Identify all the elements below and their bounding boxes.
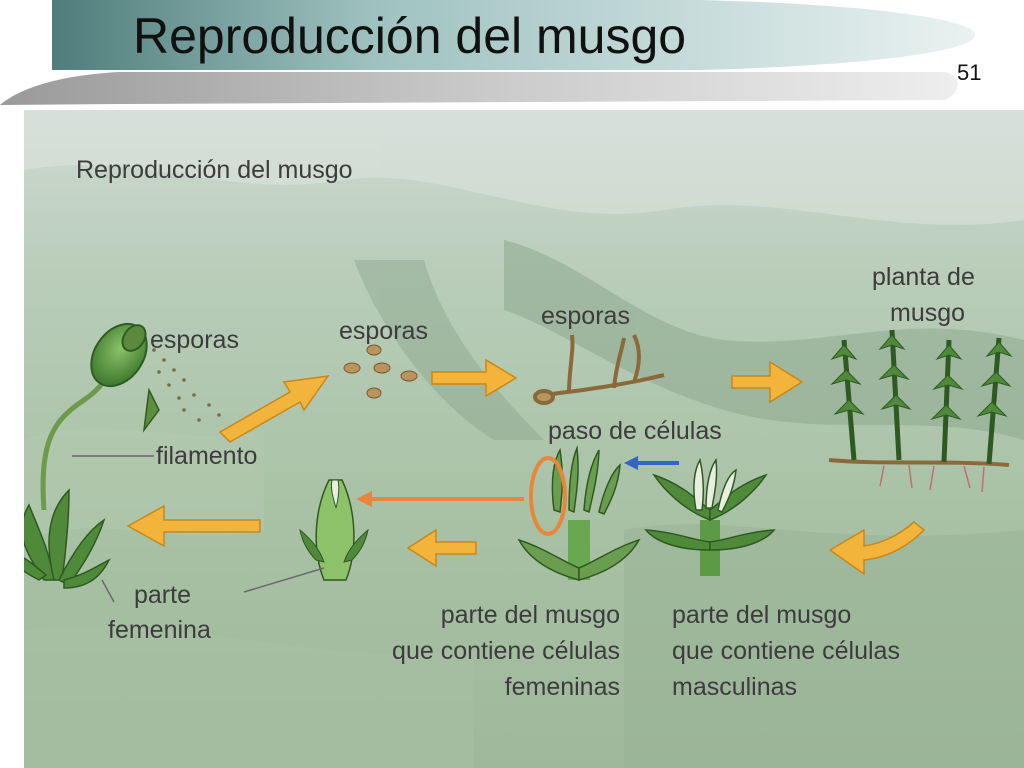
slide-number: 51 — [957, 60, 982, 85]
label-paso-de-celulas: paso de células — [548, 417, 722, 445]
label-male-part-line2: que contiene células — [672, 637, 900, 665]
arrow-cone-to-capsule — [126, 504, 261, 548]
male-part-illustration — [644, 457, 776, 576]
label-parte: parte — [134, 581, 191, 609]
arrow-plant-to-male — [828, 521, 926, 576]
label-filamento: filamento — [156, 442, 258, 470]
diagram-artwork — [24, 110, 1024, 768]
label-musgo: musgo — [890, 299, 966, 327]
label-esporas-spores: esporas — [339, 317, 428, 345]
label-male-part-line1: parte del musgo — [672, 601, 852, 629]
added-arrows — [356, 456, 679, 536]
label-planta-de: planta de — [872, 263, 975, 291]
header-swoosh — [0, 72, 958, 105]
spores-illustration — [343, 344, 418, 399]
cycle-arrows — [126, 358, 926, 576]
diagram-heading: Reproducción del musgo — [76, 156, 353, 184]
label-female-part-line2: que contiene células — [392, 637, 620, 665]
female-cone-illustration — [299, 479, 369, 581]
moss-with-capsule-illustration — [24, 322, 221, 589]
page-title: Reproducción del musgo — [133, 8, 687, 64]
arrow-female-to-cone — [406, 528, 477, 568]
highlight-ring — [529, 456, 567, 536]
arrow-capsule-to-spores — [218, 375, 330, 443]
protonema-illustration — [533, 334, 665, 405]
label-femenina: femenina — [108, 616, 211, 644]
female-part-illustration — [517, 447, 641, 581]
arrow-protonema-to-plant — [731, 360, 804, 404]
header-decoration — [0, 0, 975, 105]
label-female-part-line3: femeninas — [504, 673, 620, 701]
title-banner — [52, 0, 975, 70]
label-esporas-capsule: esporas — [150, 326, 239, 354]
slide-header: Reproducción del musgo 51 — [0, 0, 1024, 110]
moss-reproduction-diagram: Reproducción del musgo esporas esporas e… — [24, 110, 1024, 768]
label-male-part-line3: masculinas — [672, 673, 798, 701]
label-female-part-line1: parte del musgo — [440, 601, 620, 629]
background-texture — [24, 110, 1024, 768]
leader-lines — [72, 455, 325, 603]
label-esporas-protonema: esporas — [541, 302, 630, 330]
arrow-spores-to-protonema — [431, 358, 518, 398]
moss-plants-illustration — [828, 329, 1013, 493]
